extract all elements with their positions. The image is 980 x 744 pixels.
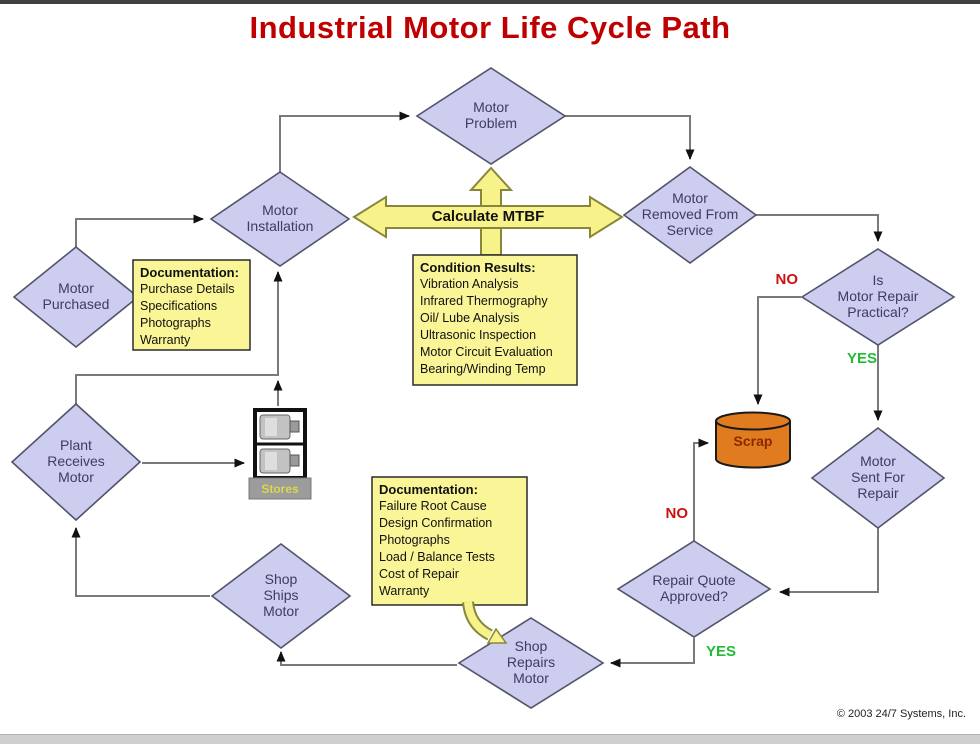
stores-label: Stores [261, 481, 299, 496]
stores-label-plate [248, 477, 312, 500]
node-shop-ships: Shop Ships Motor [263, 571, 299, 619]
doc-repair-box-shape [371, 476, 528, 606]
node-motor-purchased-shape [12, 245, 140, 349]
doc-repair-item: Design Confirmation [379, 516, 493, 530]
node-motor-problem-shape [415, 67, 567, 165]
doc-repair-item: Failure Root Cause [379, 499, 487, 513]
node-motor-sent: Motor Sent For Repair [851, 453, 905, 501]
connector-sent-to-quote [779, 528, 879, 597]
doc-purchase-item: Specifications [140, 299, 218, 313]
doc-purchase-item: Purchase Details [140, 282, 235, 296]
node-motor-problem: Motor Problem [464, 99, 518, 131]
doc-purchase-header: Documentation: [140, 265, 239, 280]
condition-results-item: Bearing/Winding Temp [420, 362, 546, 376]
bottom-border-bar [0, 734, 980, 744]
condition-results-box: Condition Results: Vibration Analysis In… [420, 259, 572, 378]
connector-quote-yes-to-repairs [610, 638, 695, 668]
node-repair-practical-shape [800, 248, 956, 346]
scrap-label: Scrap [733, 433, 773, 449]
copyright-text: © 2003 24/7 Systems, Inc. [836, 708, 966, 720]
node-repair-practical: Is Motor Repair Practical? [837, 272, 919, 320]
doc-repair-item: Load / Balance Tests [379, 550, 495, 564]
doc-to-repairs-arrow-head [486, 627, 508, 644]
top-border-bar [0, 0, 980, 4]
node-plant-receives: Plant Receives Motor [47, 437, 105, 485]
doc-repair-header: Documentation: [379, 482, 478, 497]
stores-icon [248, 408, 312, 500]
calculate-mtbf-label: Calculate MTBF [431, 207, 545, 225]
scrap-cylinder [715, 411, 791, 469]
doc-purchase-box: Documentation: Purchase Details Specific… [140, 264, 248, 349]
no-label-practical: NO [775, 270, 799, 288]
node-shop-ships-shape [210, 542, 352, 650]
node-shop-repairs: Shop Repairs Motor [506, 638, 556, 686]
yes-label-practical: YES [846, 349, 877, 367]
condition-results-item: Oil/ Lube Analysis [420, 311, 520, 325]
connector-ships-to-plant [71, 527, 210, 597]
condition-results-item: Vibration Analysis [420, 277, 519, 291]
condition-results-item: Motor Circuit Evaluation [420, 345, 553, 359]
page-title: Industrial Motor Life Cycle Path [249, 10, 731, 45]
condition-results-item: Ultrasonic Inspection [420, 328, 537, 342]
node-motor-installation-shape [209, 171, 351, 267]
node-motor-purchased: Motor Purchased [42, 280, 110, 312]
yes-label-quote: YES [705, 642, 736, 660]
doc-repair-box: Documentation: Failure Root Cause Design… [379, 481, 523, 600]
node-motor-removed-shape [622, 166, 758, 264]
connector-problem-to-removed [565, 115, 695, 160]
node-motor-installation: Motor Installation [246, 202, 314, 234]
node-plant-receives-shape [10, 402, 142, 522]
no-label-quote: NO [665, 504, 689, 522]
condition-results-header: Condition Results: [420, 260, 536, 275]
node-quote-approved-shape [616, 540, 772, 638]
doc-purchase-box-shape [132, 259, 251, 351]
connector-plant-to-installation [75, 271, 283, 404]
node-motor-removed: Motor Removed From Service [641, 190, 739, 238]
calculate-mtbf-arrow [352, 195, 624, 239]
condition-results-box-shape [412, 254, 578, 386]
node-quote-approved: Repair Quote Approved? [652, 572, 736, 604]
doc-purchase-item: Warranty [140, 333, 191, 347]
doc-repair-item: Cost of Repair [379, 567, 459, 581]
connector-practical-no-to-scrap [753, 296, 801, 405]
condition-results-item: Infrared Thermography [420, 294, 548, 308]
connector-purchased-to-installation [75, 214, 204, 250]
doc-repair-item: Photographs [379, 533, 450, 547]
connector-quote-no-to-scrap [693, 438, 709, 541]
doc-to-repairs-arrow-ribbon-fill [464, 601, 492, 639]
doc-repair-item: Warranty [379, 584, 430, 598]
node-motor-sent-shape [810, 426, 946, 530]
connector-removed-to-practical [756, 214, 883, 242]
connector-repairs-to-ships [276, 651, 457, 666]
connector-installation-to-problem [279, 111, 410, 172]
doc-purchase-item: Photographs [140, 316, 211, 330]
